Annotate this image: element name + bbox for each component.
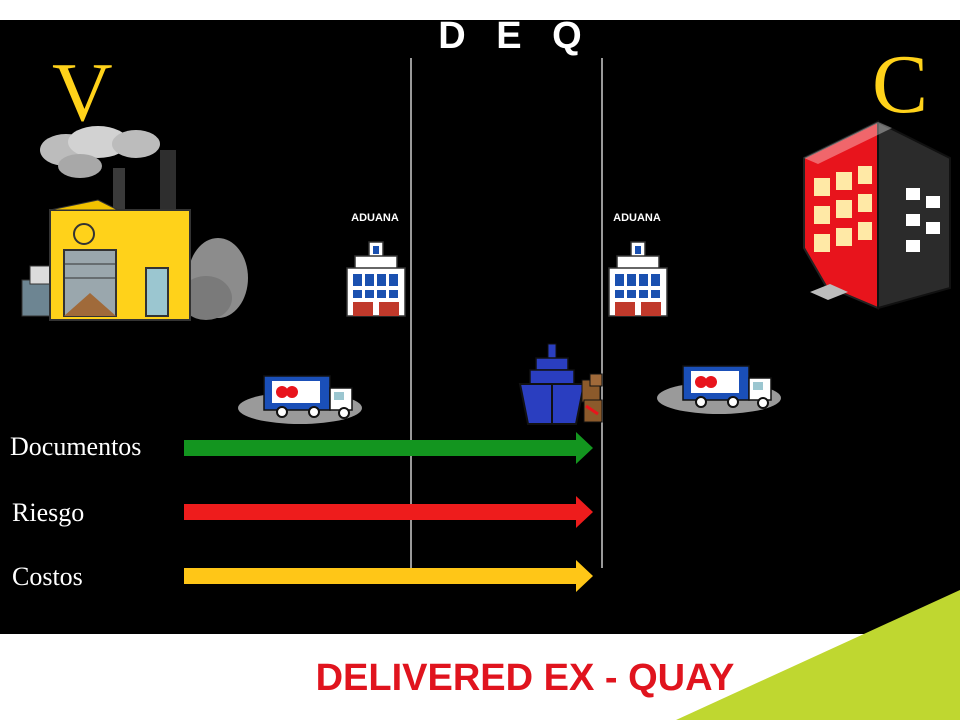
buyer-building-icon (803, 120, 951, 310)
row-label-documentos: Documentos (10, 432, 142, 461)
footer-title: DELIVERED EX - QUAY (315, 657, 735, 699)
customs-building-icon (608, 241, 668, 317)
factory-icon (21, 126, 248, 321)
row-label-costos: Costos (12, 562, 83, 591)
diagram-background (0, 20, 960, 634)
customs-building-icon (346, 241, 406, 317)
delivery-truck-icon (657, 365, 781, 414)
row-label-riesgo: Riesgo (12, 498, 85, 527)
delivery-truck-icon (238, 375, 362, 424)
customs-label-left: ADUANA (351, 212, 399, 224)
cargo-ship-icon (518, 343, 603, 425)
seller-letter: V (52, 46, 113, 139)
arrow-documentos (184, 432, 593, 464)
arrow-riesgo (184, 496, 593, 528)
buyer-letter: C (872, 38, 929, 131)
customs-label-right: ADUANA (613, 212, 661, 224)
arrow-costos (184, 560, 593, 592)
slide-title: D E Q (438, 15, 592, 57)
